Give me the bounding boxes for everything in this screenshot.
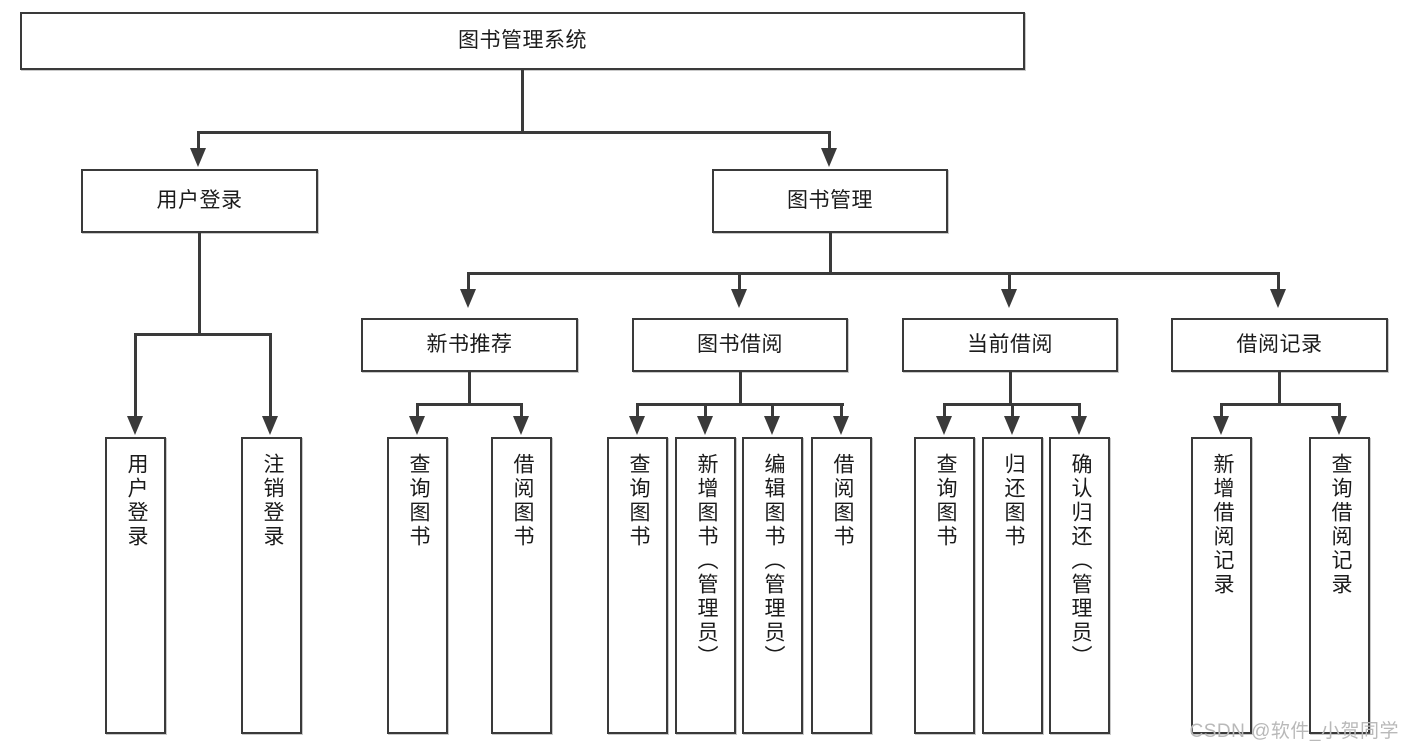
node-label: 借阅图书 — [830, 453, 854, 549]
node-label: 查询借阅记录 — [1328, 453, 1352, 597]
leaf-node-borrow-book-2[interactable]: 借阅图书 — [811, 437, 872, 734]
arrowhead-bb-leaf-4 — [833, 416, 849, 435]
node-label: 查询图书 — [933, 453, 957, 549]
leaf-node-logout-login[interactable]: 注销登录 — [241, 437, 302, 734]
connector-bm-to-new-book — [467, 272, 470, 290]
node-user-login[interactable]: 用户登录 — [81, 169, 318, 233]
node-book-borrow[interactable]: 图书借阅 — [632, 318, 848, 372]
connector-bb-to-leaf-3 — [771, 403, 774, 418]
connector-cb-to-leaf-3 — [1078, 403, 1081, 418]
arrowhead-user-login-leaf-1 — [127, 416, 143, 435]
connector-user-login-stem — [198, 233, 201, 335]
leaf-node-query-book-3[interactable]: 查询图书 — [914, 437, 975, 734]
arrowhead-root-to-user-login — [190, 148, 206, 167]
node-current-borrow[interactable]: 当前借阅 — [902, 318, 1118, 372]
arrowhead-cb-leaf-1 — [936, 416, 952, 435]
connector-br-to-leaf-2 — [1338, 403, 1341, 418]
arrowhead-root-to-book-management — [821, 148, 837, 167]
leaf-node-query-book-1[interactable]: 查询图书 — [387, 437, 448, 734]
node-label: 新增图书（管理员） — [694, 453, 718, 669]
connector-cb-to-leaf-1 — [943, 403, 946, 418]
node-label: 图书管理系统 — [458, 29, 587, 53]
arrowhead-bb-leaf-3 — [764, 416, 780, 435]
arrowhead-user-login-leaf-2 — [262, 416, 278, 435]
connector-bm-to-borrow-record — [1277, 272, 1280, 290]
arrowhead-bb-leaf-1 — [629, 416, 645, 435]
connector-bb-to-leaf-1 — [636, 403, 639, 418]
node-label: 归还图书 — [1001, 453, 1025, 549]
leaf-node-return-book[interactable]: 归还图书 — [982, 437, 1043, 734]
leaf-node-edit-book-admin[interactable]: 编辑图书（管理员） — [742, 437, 803, 734]
node-root-book-management-system[interactable]: 图书管理系统 — [20, 12, 1025, 70]
node-borrow-record[interactable]: 借阅记录 — [1171, 318, 1388, 372]
arrowhead-cb-leaf-2 — [1004, 416, 1020, 435]
connector-new-book-to-leaf-1 — [416, 403, 419, 418]
node-label: 编辑图书（管理员） — [761, 453, 785, 669]
connector-root-to-book-management — [828, 131, 831, 149]
connector-book-borrow-stem — [739, 372, 742, 405]
leaf-node-user-login[interactable]: 用户登录 — [105, 437, 166, 734]
connector-bm-to-book-borrow — [738, 272, 741, 290]
arrowhead-new-book-leaf-2 — [513, 416, 529, 435]
node-label: 用户登录 — [124, 453, 148, 549]
connector-bb-to-leaf-4 — [840, 403, 843, 418]
connector-bb-to-leaf-2 — [704, 403, 707, 418]
connector-br-to-leaf-1 — [1220, 403, 1223, 418]
connector-cb-to-leaf-2 — [1011, 403, 1014, 418]
connector-new-book-stem — [468, 372, 471, 405]
arrowhead-bm-to-book-borrow — [731, 289, 747, 308]
node-book-management[interactable]: 图书管理 — [712, 169, 948, 233]
arrowhead-br-leaf-2 — [1331, 416, 1347, 435]
connector-user-login-to-leaf-1 — [134, 333, 137, 418]
connector-book-borrow-bus — [636, 403, 844, 406]
connector-borrow-record-stem — [1278, 372, 1281, 405]
node-label: 确认归还（管理员） — [1068, 453, 1092, 669]
arrowhead-br-leaf-1 — [1213, 416, 1229, 435]
connector-book-management-bus — [467, 272, 1278, 275]
csdn-watermark: CSDN @软件_小贺同学 — [1189, 721, 1399, 742]
connector-user-login-to-leaf-2 — [269, 333, 272, 418]
leaf-node-borrow-book-1[interactable]: 借阅图书 — [491, 437, 552, 734]
arrowhead-bm-to-new-book — [460, 289, 476, 308]
leaf-node-query-borrow-record[interactable]: 查询借阅记录 — [1309, 437, 1370, 734]
node-label: 借阅记录 — [1236, 333, 1323, 357]
arrowhead-cb-leaf-3 — [1071, 416, 1087, 435]
arrowhead-bm-to-borrow-record — [1270, 289, 1286, 308]
node-label: 新书推荐 — [426, 333, 513, 357]
node-label: 图书管理 — [787, 189, 873, 213]
leaf-node-confirm-return-admin[interactable]: 确认归还（管理员） — [1049, 437, 1110, 734]
leaf-node-query-book-2[interactable]: 查询图书 — [607, 437, 668, 734]
node-label: 借阅图书 — [510, 453, 534, 549]
connector-book-management-stem — [829, 233, 832, 274]
node-label: 新增借阅记录 — [1210, 453, 1234, 597]
arrowhead-new-book-leaf-1 — [409, 416, 425, 435]
connector-user-login-bus — [134, 333, 272, 336]
node-new-book-recommend[interactable]: 新书推荐 — [361, 318, 578, 372]
node-label: 图书借阅 — [697, 333, 783, 357]
node-label: 查询图书 — [626, 453, 650, 549]
connector-root-bus — [197, 131, 831, 134]
leaf-node-add-book-admin[interactable]: 新增图书（管理员） — [675, 437, 736, 734]
connector-current-borrow-stem — [1009, 372, 1012, 405]
connector-root-stem — [521, 70, 524, 133]
connector-bm-to-current-borrow — [1008, 272, 1011, 290]
connector-new-book-to-leaf-2 — [520, 403, 523, 418]
leaf-node-add-borrow-record[interactable]: 新增借阅记录 — [1191, 437, 1252, 734]
node-label: 当前借阅 — [967, 333, 1053, 357]
connector-borrow-record-bus — [1220, 403, 1341, 406]
connector-new-book-bus — [416, 403, 523, 406]
node-label: 查询图书 — [406, 453, 430, 549]
arrowhead-bb-leaf-2 — [697, 416, 713, 435]
connector-root-to-user-login — [197, 131, 200, 149]
node-label: 注销登录 — [260, 453, 284, 549]
node-label: 用户登录 — [156, 189, 243, 213]
arrowhead-bm-to-current-borrow — [1001, 289, 1017, 308]
